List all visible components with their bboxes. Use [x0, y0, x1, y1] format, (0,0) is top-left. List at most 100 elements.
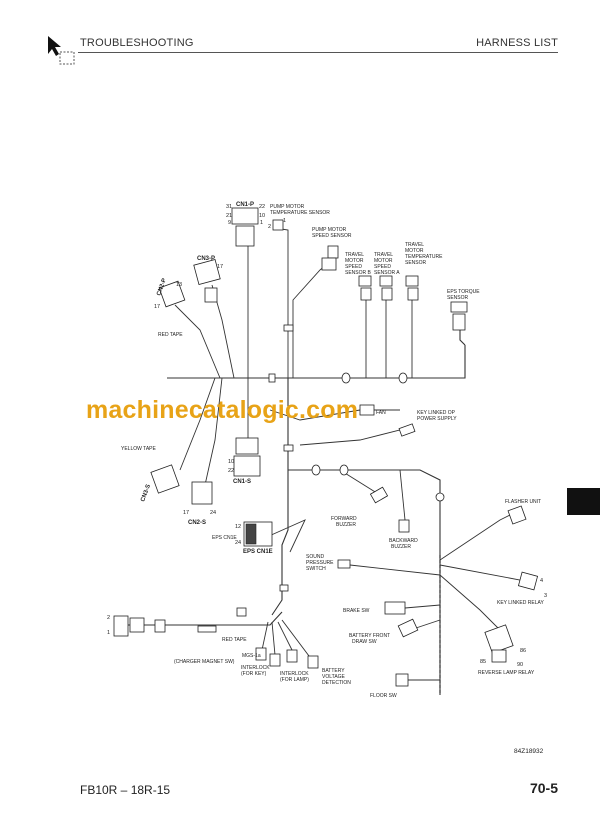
cn3p-housing	[204, 287, 218, 303]
key-linked-relay-connector	[517, 571, 539, 591]
header-rule	[78, 52, 558, 53]
red-tape-2-label: RED TAPE	[222, 637, 247, 643]
red-tape-label: RED TAPE	[158, 332, 183, 338]
bottom-left-connector-b	[129, 617, 145, 633]
interlock-key-wire	[271, 621, 276, 656]
cn1p-label: CN1-P	[236, 202, 254, 208]
trunk-clip	[283, 324, 294, 332]
brake-sw-connector	[384, 601, 406, 615]
cn3p-connector	[193, 259, 221, 285]
key-op-wire	[299, 427, 413, 446]
forward-buzzer-label: FORWARD	[331, 516, 357, 522]
trunk-clip	[268, 373, 276, 383]
pin-label: 4	[540, 578, 543, 584]
watermark-text: machinecatalogic.com	[86, 396, 359, 424]
brake-sw-label: BRAKE SW	[343, 608, 370, 614]
travel-temp-label: TEMPERATURE	[405, 254, 443, 260]
pin-label: 21	[226, 213, 232, 219]
figure-code: 84Z18932	[514, 748, 544, 755]
travel-temp-label: SENSOR	[405, 260, 427, 266]
battery-front-connector	[397, 618, 419, 638]
cn2p-label: CN2-P	[156, 278, 168, 297]
battery-front-label: DRAW SW	[352, 639, 377, 645]
header-title: HARNESS LIST	[476, 37, 558, 49]
backward-buzzer-label: BUZZER	[391, 544, 411, 550]
footer-page-number: 70-5	[529, 780, 558, 796]
cn3s-label: CN3-S	[140, 484, 152, 503]
pin-label: 10	[228, 459, 234, 465]
travel-a-label: SPEED	[374, 264, 391, 270]
mgs-connector	[255, 647, 267, 661]
pin-label: 24	[210, 510, 216, 516]
trunk-clip	[283, 444, 294, 452]
pump-temp-connector	[272, 219, 284, 231]
pin-label: 17	[217, 264, 223, 270]
key-linked-op-label: POWER SUPPLY	[417, 416, 457, 422]
cn1s-label: CN1-S	[233, 479, 251, 485]
pin-label: 1	[107, 630, 110, 636]
interlock-lamp-label: INTERLOCK	[280, 671, 309, 677]
fan-label: FAN	[376, 410, 386, 416]
cn3s-wire	[179, 377, 216, 471]
pin-label: 1	[283, 218, 286, 224]
pin-label: 86	[520, 648, 526, 654]
eps-cn1e-sub-label: EPS CN1E	[243, 549, 273, 555]
cn1s-connector	[233, 455, 261, 477]
trunk-clamp	[341, 372, 351, 384]
sound-pressure-label: SWITCH	[306, 566, 326, 572]
interlock-lamp-label: (FOR LAMP)	[280, 677, 309, 683]
interlock-key-connector	[269, 653, 281, 667]
pin-label: 3	[544, 593, 547, 599]
cn2s-wire	[204, 377, 223, 486]
forward-buzzer-connector	[369, 486, 389, 504]
pin-label: 1	[260, 220, 263, 226]
travel-a-label: MOTOR	[374, 258, 393, 264]
flasher-label: FLASHER UNIT	[505, 499, 541, 505]
battery-voltage-wire	[281, 619, 313, 661]
key-op-connector	[398, 423, 416, 437]
pin-label: 31	[226, 204, 232, 210]
trunk-clamp	[311, 464, 321, 476]
section-tab-marker	[567, 488, 600, 515]
lower-trunk-wire	[271, 378, 289, 616]
interlock-key-label: (FOR KEY)	[241, 671, 267, 677]
mgs-wire	[261, 621, 269, 651]
mgs-label: MGS-1a	[242, 653, 261, 659]
bottom-left-connector-c	[154, 619, 166, 633]
sound-pressure-connector	[337, 559, 351, 569]
reverse-lamp-label: REVERSE LAMP RELAY	[478, 670, 535, 676]
trunk-clamp	[339, 464, 349, 476]
eps-cn1e-label: EPS CN1E	[212, 535, 237, 541]
eps-cn1e-pins	[245, 523, 257, 545]
floor-sw-label: FLOOR SW	[370, 693, 397, 699]
backward-buzzer-wire	[399, 469, 406, 521]
key-linked-op-label: KEY LINKED OP	[417, 410, 456, 416]
eps-torque-connector	[450, 301, 468, 313]
pin-label: 17	[183, 510, 189, 516]
pump-speed-label: SPEED SENSOR	[312, 233, 352, 239]
cn1p-connector	[231, 207, 259, 225]
pin-label: 85	[480, 659, 486, 665]
cn1p-housing	[235, 225, 255, 247]
backward-buzzer-connector	[398, 519, 410, 533]
floor-sw-connector	[395, 673, 409, 687]
eps-torque-label: EPS TORQUE	[447, 289, 480, 295]
cn2s-connector	[191, 481, 213, 505]
fan-wire	[269, 409, 400, 421]
pin-label: 12	[235, 524, 241, 530]
battery-voltage-label: VOLTAGE	[322, 674, 346, 680]
pin-label: 10	[259, 213, 265, 219]
pump-speed-connector	[327, 245, 339, 259]
reverse-lamp-connector	[484, 624, 514, 654]
main-trunk-wire	[167, 345, 466, 379]
cn3s-connector	[150, 464, 180, 494]
bottom-left-connector-a	[113, 615, 129, 637]
battery-voltage-connector	[307, 655, 319, 669]
brake-sw-wire	[404, 604, 441, 609]
pump-temp-label: PUMP MOTOR	[270, 204, 305, 210]
pump-temp-wire	[274, 227, 289, 378]
interlock-key-label: INTERLOCK	[241, 665, 270, 671]
bottom-mid-connector	[197, 625, 217, 633]
forward-buzzer-label: BUZZER	[336, 522, 356, 528]
pin-label: 22	[228, 468, 234, 474]
